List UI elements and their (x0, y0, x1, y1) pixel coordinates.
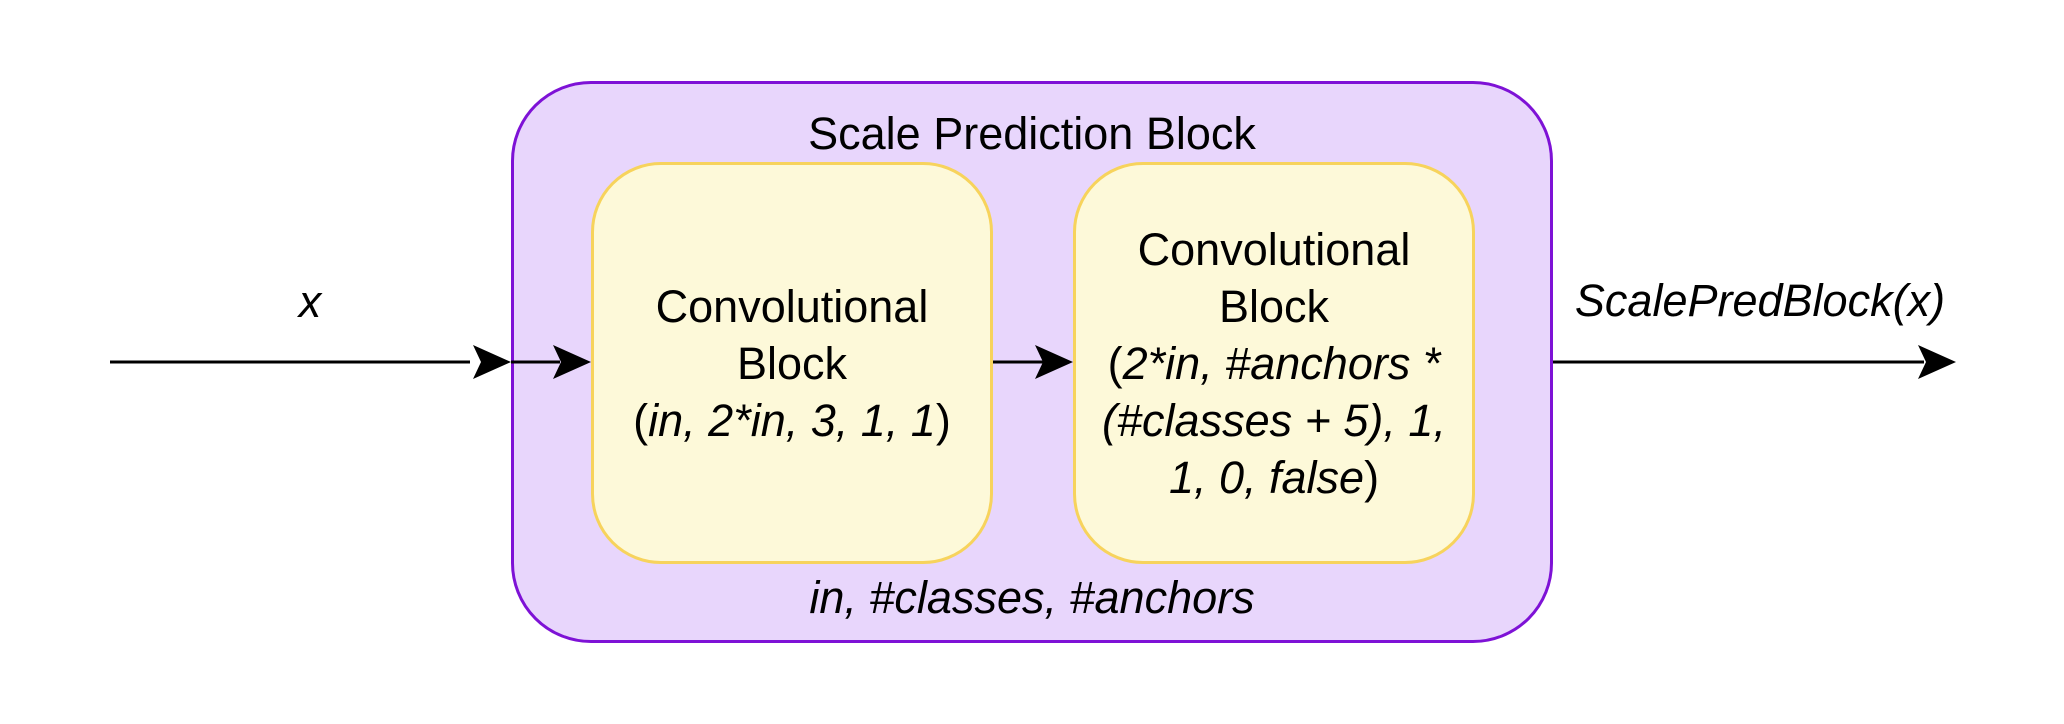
input-arrow (110, 345, 511, 379)
conv-block-2-title-line1: Convolutional (1137, 223, 1411, 275)
outer-to-conv1-arrow (511, 345, 591, 379)
output-arrowhead (1918, 345, 1956, 379)
conv-block-2-title-line2: Block (1218, 280, 1330, 332)
convolutional-block-2: Convolutional Block (2*in, #anchors * (#… (1073, 162, 1475, 564)
conv1-to-conv2-arrow (993, 345, 1073, 379)
input-arrowhead (473, 345, 511, 379)
output-arrow (1553, 345, 1956, 379)
conv-block-1-args: in, 2*in, 3, 1, 1 (648, 394, 936, 446)
conv-block-2-args-line2: (#classes + 5), 1, (1102, 394, 1446, 446)
scale-prediction-block-params: in, #classes, #anchors (809, 572, 1255, 623)
conv1-arrowhead (553, 345, 591, 379)
conv2-arrowhead (1035, 345, 1073, 379)
conv-block-1-title-line2: Block (736, 337, 848, 389)
convolutional-block-1: Convolutional Block (in, 2*in, 3, 1, 1) (591, 162, 993, 564)
output-label: ScalePredBlock(x) (1574, 275, 1946, 326)
conv-block-2-args-line1: 2*in, #anchors * (1122, 337, 1441, 389)
input-label: x (298, 276, 322, 327)
scale-prediction-block-title: Scale Prediction Block (808, 108, 1256, 159)
conv-block-2-args-line3: 1, 0, false (1168, 451, 1365, 503)
conv-block-1-title-line1: Convolutional (655, 280, 929, 332)
